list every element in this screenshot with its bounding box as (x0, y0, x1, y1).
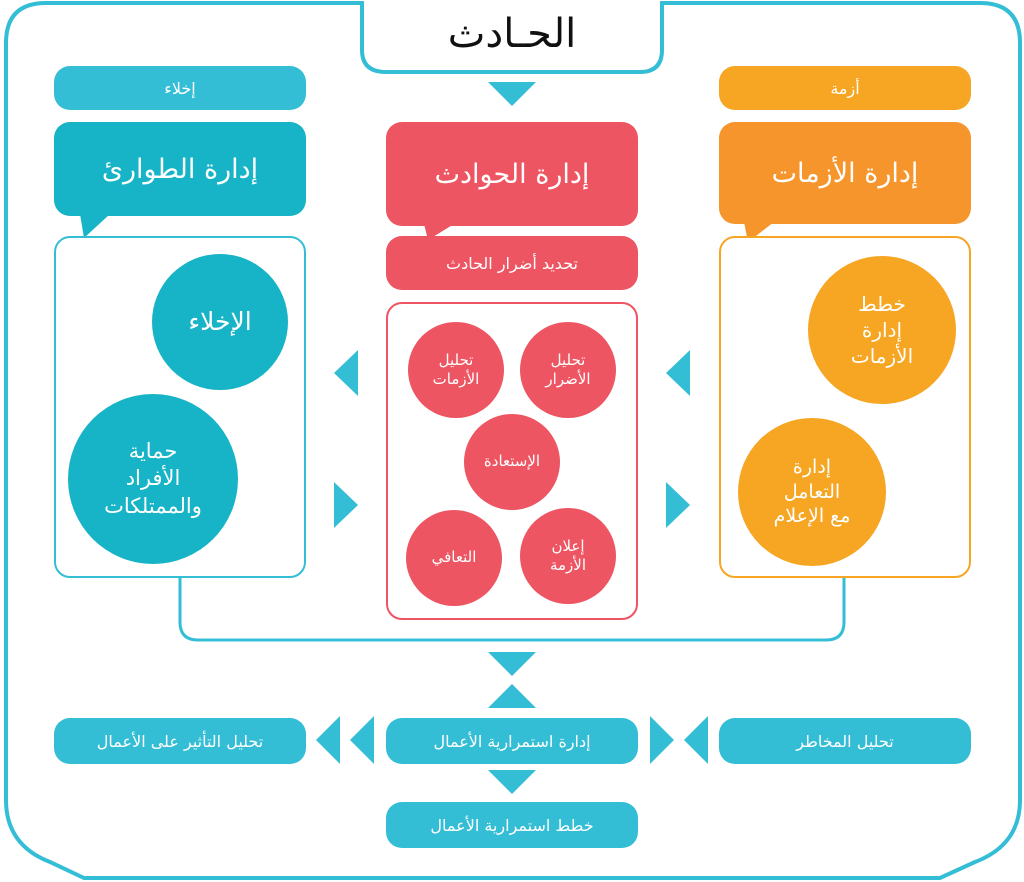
header-crisis-management: إدارة الأزمات (719, 122, 971, 224)
circle-crisis-analysis: تحليل الأزمات (408, 322, 504, 418)
arrow-down-icon (488, 82, 536, 106)
circle-label: الإستعادة (483, 452, 541, 471)
arrow-left-icon (316, 716, 340, 764)
arrow-down-icon (488, 652, 536, 676)
circle-label: إعلان الأزمة (549, 536, 587, 575)
arrow-left-icon (666, 350, 690, 396)
circle-evacuation: الإخلاء (152, 254, 288, 390)
circle-recovery: الإستعادة (464, 414, 560, 510)
circle-damage-analysis: تحليل الأضرار (520, 322, 616, 418)
arrow-left-icon (334, 350, 358, 396)
circle-protect-people-property: حماية الأفراد والممتلكات (68, 394, 238, 564)
circle-label: تحليل الأضرار (545, 350, 591, 389)
circle-label: حماية الأفراد والممتلكات (104, 439, 202, 518)
arrow-right-icon (666, 482, 690, 528)
circle-crisis-plans: خطط إدارة الأزمات (808, 256, 956, 404)
box-business-impact-analysis: تحليل التأثير على الأعمال (54, 718, 306, 764)
arrow-up-icon (488, 684, 536, 708)
outer-border (3, 1, 1022, 880)
circle-label: التعافي (431, 548, 477, 567)
circle-label: خطط إدارة الأزمات (850, 292, 914, 368)
header-emergency-management: إدارة الطوارئ (54, 122, 306, 216)
circle-label: إدارة التعامل مع الإعلام (773, 455, 851, 528)
circle-label: الإخلاء (188, 306, 252, 336)
sub-incident-damage: تحديد أضرار الحادث (386, 236, 638, 290)
arrow-right-icon (650, 716, 674, 764)
tag-crisis: أزمة (719, 66, 971, 110)
arrow-right-icon (334, 482, 358, 528)
arrow-down-icon (488, 770, 536, 794)
tag-evacuation: إخلاء (54, 66, 306, 110)
circle-media-handling: إدارة التعامل مع الإعلام (738, 418, 886, 566)
circle-healing: التعافي (406, 510, 502, 606)
box-continuity-plans: خطط استمرارية الأعمال (386, 802, 638, 848)
page-title: الحـادث (447, 11, 577, 57)
box-business-continuity: إدارة استمرارية الأعمال (386, 718, 638, 764)
header-incident-management: إدارة الحوادث (386, 122, 638, 226)
circle-crisis-declaration: إعلان الأزمة (520, 508, 616, 604)
speech-tail-icon (80, 214, 110, 238)
box-risk-analysis: تحليل المخاطر (719, 718, 971, 764)
bracket-connector (178, 578, 846, 642)
arrow-left-icon (350, 716, 374, 764)
arrow-left-icon (684, 716, 708, 764)
circle-label: تحليل الأزمات (432, 350, 480, 389)
